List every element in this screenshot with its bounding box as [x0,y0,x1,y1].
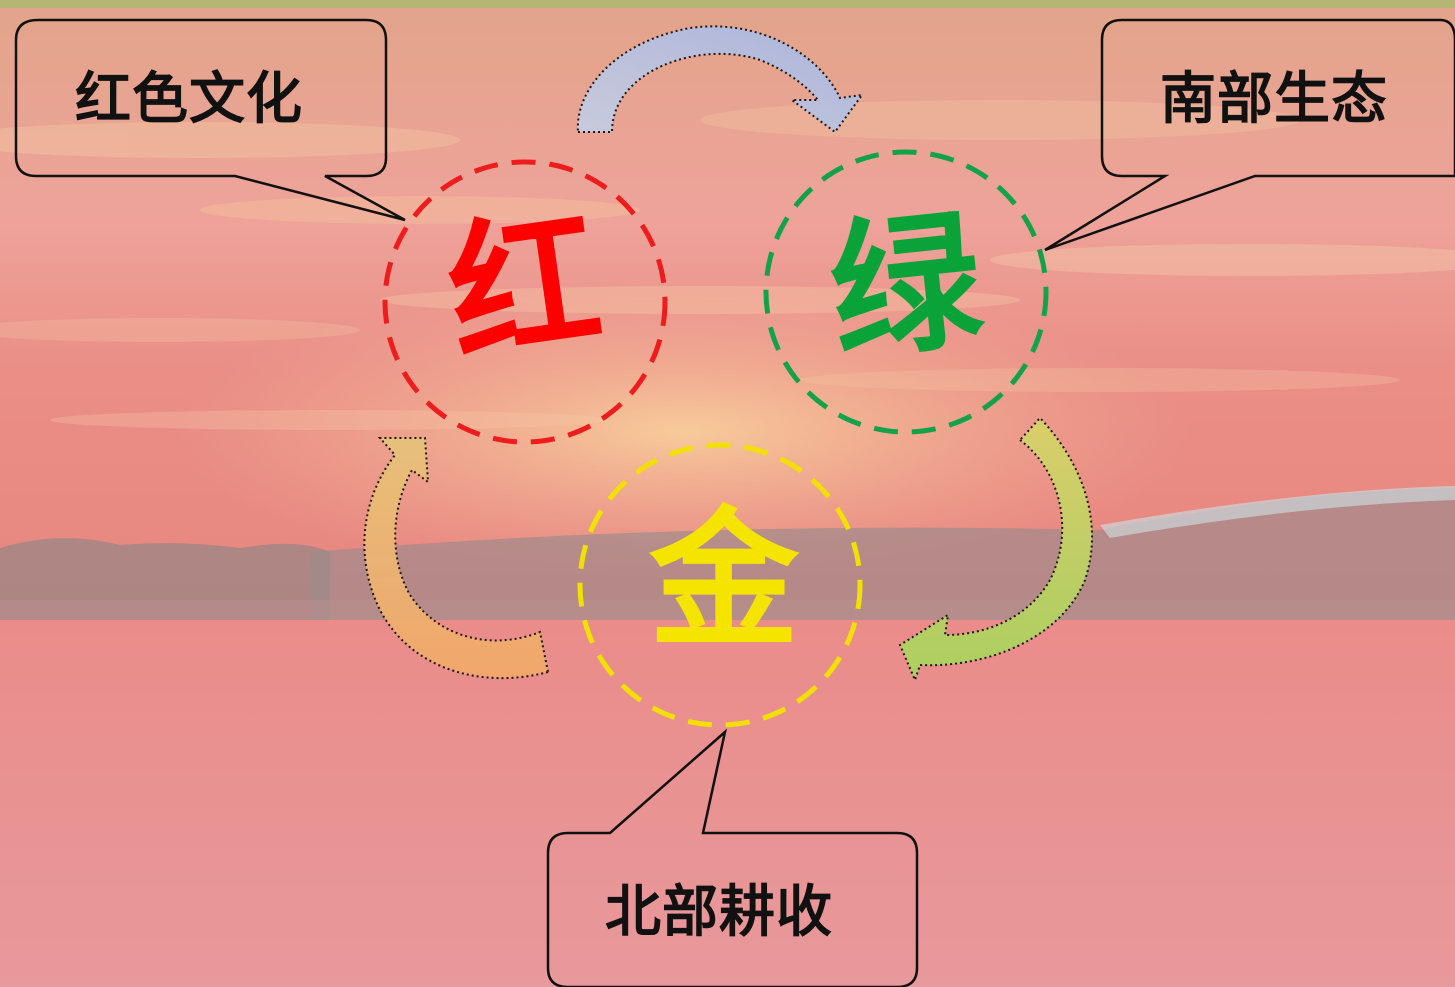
callout-red-box [14,18,406,222]
arrow-red-to-green [576,25,865,134]
shoreline [0,600,1455,622]
tree-line [0,538,330,620]
circle-green [763,149,1049,435]
circle-gold [577,442,863,728]
arrow-gold-to-red [363,437,550,680]
callout-green-box [1044,18,1455,252]
top-strip [0,0,1455,8]
callout-green-label: 南部生态 [1160,67,1388,132]
circle-green-char: 绿 [822,191,990,383]
callout-gold-label: 北部耕收 [605,880,833,945]
circle-gold-char: 金 [648,492,799,668]
circle-red [382,159,668,445]
callout-red-label: 红色文化 [75,67,303,132]
lake [0,620,1455,987]
arrow-green-to-gold [898,416,1093,683]
roof-highlight [1100,486,1455,538]
circle-red-char: 红 [437,189,611,385]
